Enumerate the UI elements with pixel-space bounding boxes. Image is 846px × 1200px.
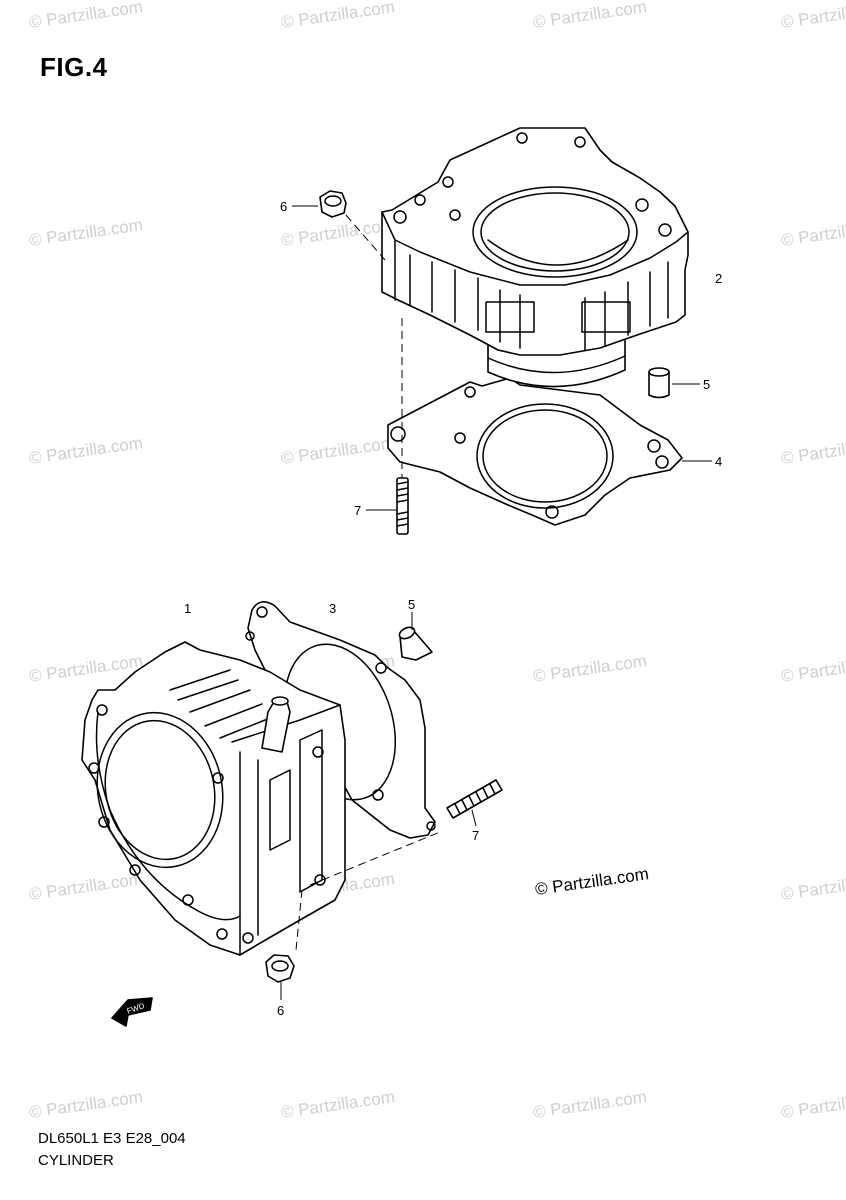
- watermark: © Partzilla.com: [28, 869, 144, 904]
- part-4-gasket[interactable]: [387, 377, 683, 526]
- part-7-stud-bolt[interactable]: [396, 477, 409, 535]
- watermark: © Partzilla.com: [534, 864, 650, 899]
- diagram-code: DL650L1 E3 E28_004: [38, 1130, 186, 1147]
- watermark: © Partzilla.com: [280, 215, 396, 250]
- watermark: © Partzilla.com: [28, 215, 144, 250]
- watermark: © Partzilla.com: [28, 0, 144, 32]
- callout-7[interactable]: 7: [354, 503, 361, 518]
- watermark: © Partzilla.com: [780, 0, 846, 32]
- part-7-stud-bolt[interactable]: [446, 779, 503, 819]
- callout-6[interactable]: 6: [277, 1003, 284, 1018]
- watermark: © Partzilla.com: [532, 0, 648, 32]
- callout-5[interactable]: 5: [408, 597, 415, 612]
- watermark: © Partzilla.com: [28, 1087, 144, 1122]
- part-6-nut[interactable]: [265, 954, 295, 983]
- watermark: © Partzilla.com: [280, 433, 396, 468]
- part-5-dowel-pin[interactable]: [398, 625, 433, 661]
- figure-title: FIG.4: [40, 52, 108, 82]
- callout-3[interactable]: 3: [329, 601, 336, 616]
- callout-6[interactable]: 6: [280, 199, 287, 214]
- watermark: © Partzilla.com: [28, 433, 144, 468]
- part-6-nut[interactable]: [319, 190, 347, 218]
- watermark: © Partzilla.com: [780, 215, 846, 250]
- watermark: © Partzilla.com: [280, 0, 396, 32]
- watermark-grid: © Partzilla.com © Partzilla.com © Partzi…: [28, 0, 846, 1122]
- forward-direction-arrow: FWD: [111, 997, 153, 1027]
- watermark: © Partzilla.com: [780, 433, 846, 468]
- watermark: © Partzilla.com: [532, 651, 648, 686]
- part-1-cylinder[interactable]: [81, 641, 346, 956]
- diagram-name: CYLINDER: [38, 1152, 114, 1169]
- callout-5[interactable]: 5: [703, 377, 710, 392]
- part-5-dowel-pin[interactable]: [648, 367, 670, 399]
- watermark: © Partzilla.com: [280, 1087, 396, 1122]
- watermark: © Partzilla.com: [780, 1087, 846, 1122]
- part-2-cylinder[interactable]: [381, 127, 689, 388]
- callout-7[interactable]: 7: [472, 828, 479, 843]
- callout-1[interactable]: 1: [184, 601, 191, 616]
- callout-2[interactable]: 2: [715, 271, 722, 286]
- callout-4[interactable]: 4: [715, 454, 722, 469]
- watermark: © Partzilla.com: [780, 651, 846, 686]
- watermark: © Partzilla.com: [532, 1087, 648, 1122]
- watermark: © Partzilla.com: [780, 869, 846, 904]
